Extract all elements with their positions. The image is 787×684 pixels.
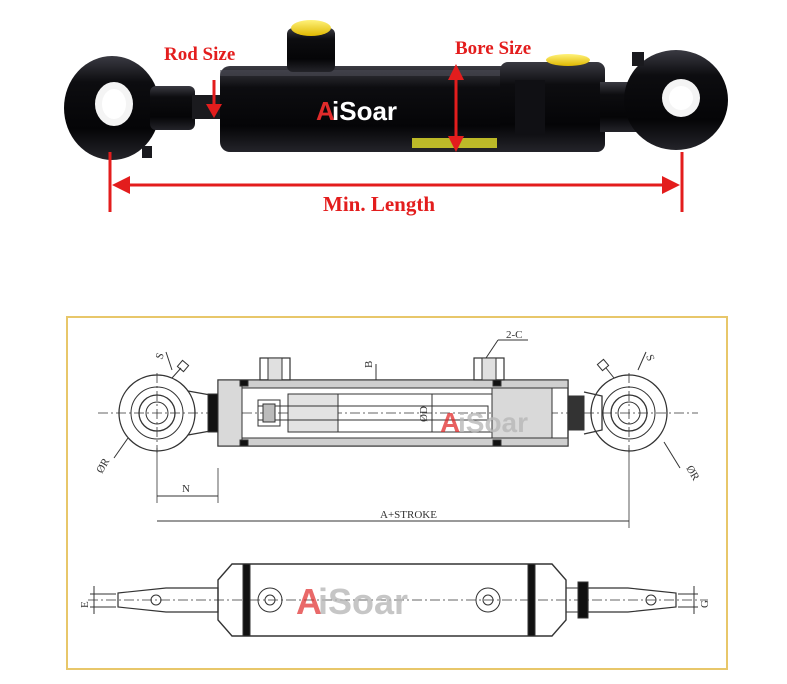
watermark-mark-bottom: A bbox=[296, 581, 322, 622]
section-view bbox=[98, 339, 698, 528]
watermark-logos: A iSoar A iSoar bbox=[296, 407, 528, 622]
brand-logo: A iSoar bbox=[316, 96, 397, 126]
label-a-stroke: A+STROKE bbox=[380, 509, 437, 521]
annotation-arrows bbox=[108, 64, 684, 212]
outer-view bbox=[88, 563, 708, 637]
min-length-label: Min. Length bbox=[323, 192, 436, 216]
dimension-labels: S S B 2-C ØD ØR ØR N A+STROKE E G bbox=[79, 329, 711, 608]
left-rod-eye bbox=[64, 56, 222, 160]
label-g: G bbox=[699, 600, 711, 608]
port-left bbox=[287, 28, 335, 72]
right-rod-eye bbox=[600, 50, 728, 150]
port-cap-left bbox=[291, 20, 331, 36]
label-r-right: ØR bbox=[683, 464, 701, 484]
brand-logo-mark: A bbox=[316, 96, 335, 126]
watermark-mark-top: A bbox=[440, 407, 460, 438]
label-r-left: ØR bbox=[94, 456, 112, 476]
bore-size-label: Bore Size bbox=[455, 38, 532, 59]
technical-drawing-frame: S S B 2-C ØD ØR ØR N A+STROKE E G A iSoa… bbox=[66, 316, 728, 670]
port-cap-right bbox=[546, 54, 590, 66]
label-2-c: 2-C bbox=[506, 329, 523, 341]
technical-drawing: S S B 2-C ØD ØR ØR N A+STROKE E G A iSoa… bbox=[79, 329, 711, 637]
product-photo: A iSoar Rod Size Bore Size Min. Length bbox=[0, 0, 787, 240]
watermark-text-bottom: iSoar bbox=[318, 581, 408, 622]
label-s-right: S bbox=[643, 353, 656, 363]
label-d: ØD bbox=[418, 406, 430, 422]
label-n: N bbox=[182, 483, 190, 495]
rod-size-label: Rod Size bbox=[164, 44, 236, 65]
label-e: E bbox=[79, 601, 91, 608]
brand-logo-text: iSoar bbox=[332, 96, 397, 126]
cylinder-barrel bbox=[220, 20, 605, 152]
label-b: B bbox=[363, 361, 375, 368]
hydraulic-cylinder-photo: A iSoar bbox=[64, 20, 728, 212]
label-s-left: S bbox=[154, 351, 167, 361]
watermark-text-top: iSoar bbox=[458, 407, 528, 438]
